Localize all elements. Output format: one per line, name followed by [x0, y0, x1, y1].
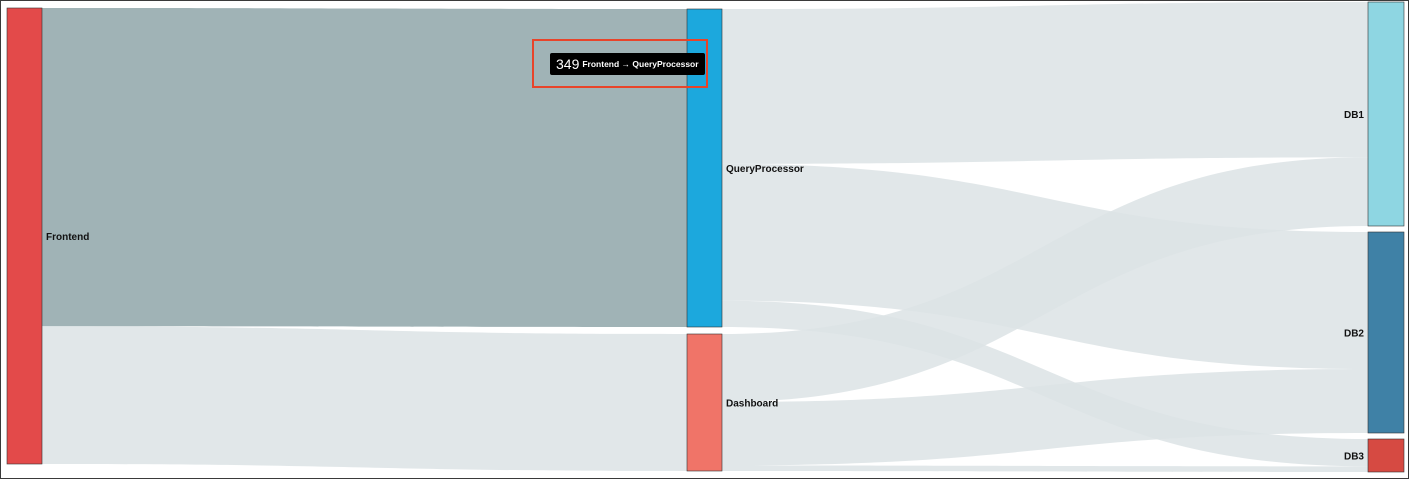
links-group: [42, 2, 1368, 472]
tooltip-highlight-box: [532, 39, 708, 88]
node-db2[interactable]: [1367, 231, 1405, 434]
node-label-db2: DB2: [1344, 329, 1364, 340]
link-frontend-to-queryprocessor[interactable]: [42, 8, 687, 327]
tooltip-value: 349: [556, 56, 580, 72]
node-db3[interactable]: [1367, 438, 1405, 473]
link-queryprocessor-to-db1[interactable]: [722, 2, 1368, 164]
link-dashboard-to-db1[interactable]: [722, 157, 1368, 403]
node-label-db3: DB3: [1344, 452, 1364, 463]
link-dashboard-to-db3[interactable]: [722, 465, 1368, 472]
node-label-queryprocessor: QueryProcessor: [726, 164, 804, 175]
tooltip-path: Frontend → QueryProcessor: [582, 59, 699, 69]
link-tooltip: 349 Frontend → QueryProcessor: [550, 53, 705, 75]
node-db1[interactable]: [1367, 1, 1405, 227]
node-label-db1: DB1: [1344, 110, 1364, 121]
node-frontend[interactable]: [6, 7, 43, 465]
link-dashboard-to-db2[interactable]: [722, 369, 1368, 466]
link-frontend-to-dashboard[interactable]: [42, 326, 687, 471]
node-dashboard[interactable]: [686, 333, 723, 472]
nodes-group: [6, 1, 1405, 473]
node-label-frontend: Frontend: [46, 232, 89, 243]
node-label-dashboard: Dashboard: [726, 399, 778, 410]
